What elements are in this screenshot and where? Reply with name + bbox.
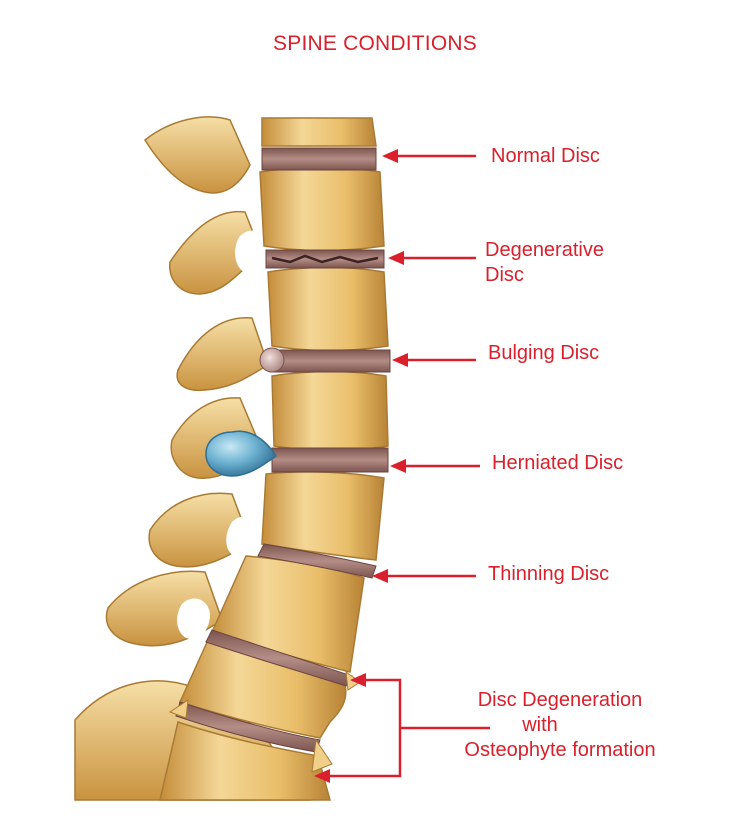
vertebra-2: [259, 166, 385, 252]
bulge: [259, 347, 285, 373]
label-osteophyte-line-1: Disc Degeneration: [477, 689, 643, 711]
process-3: [176, 316, 269, 392]
label-degenerative-line-2: Disc: [485, 264, 524, 286]
arrowhead-osteophyte-top: [350, 673, 366, 687]
bulging-disc: [269, 349, 391, 373]
thinning-disc: [257, 543, 377, 579]
arrow-herniated-disc: [390, 459, 480, 473]
discs: [168, 147, 391, 773]
foramen-2: [226, 516, 258, 557]
degenerative-crack: [271, 254, 379, 264]
arrowhead-osteophyte-bottom: [314, 769, 330, 783]
label-normal-disc: Normal Disc: [491, 145, 600, 167]
arrow-thinning-disc: [372, 569, 476, 583]
degenerative-disc: [265, 249, 385, 269]
foramen-1: [235, 230, 269, 273]
arrow-normal-disc: [382, 149, 476, 163]
normal-disc: [261, 147, 377, 171]
bracket-osteophyte: [328, 678, 490, 778]
label-bulging-disc: Bulging Disc: [488, 342, 600, 364]
label-degenerative-line-1: Degenerative: [485, 239, 604, 261]
herniation: [205, 430, 278, 477]
label-osteophyte: Disc Degeneration with Osteophyte format…: [440, 688, 680, 763]
arrow-degenerative-disc: [388, 251, 476, 265]
degenerated-disc-1: [205, 629, 353, 687]
foramen-3: [177, 598, 210, 639]
label-degenerative-disc: Degenerative Disc: [485, 238, 604, 288]
label-osteophyte-line-3: Osteophyte formation: [464, 739, 656, 761]
label-herniated-disc: Herniated Disc: [492, 452, 624, 474]
callout-arrows: [314, 149, 490, 783]
herniated-disc: [271, 447, 389, 473]
vertebra-1: [261, 117, 377, 147]
label-thinning-disc: Thinning Disc: [488, 563, 610, 585]
process-1: [144, 116, 251, 194]
arrow-bulging-disc: [392, 353, 476, 367]
vertebra-4: [271, 370, 389, 452]
label-osteophyte-line-2: with: [522, 714, 558, 736]
vertebral-bodies: [159, 117, 389, 801]
osteophyte-2: [311, 738, 333, 773]
osteophyte-3: [168, 698, 189, 719]
diagram-title: SPINE CONDITIONS: [273, 32, 477, 55]
vertebra-3: [267, 266, 389, 352]
process-5: [148, 492, 251, 568]
